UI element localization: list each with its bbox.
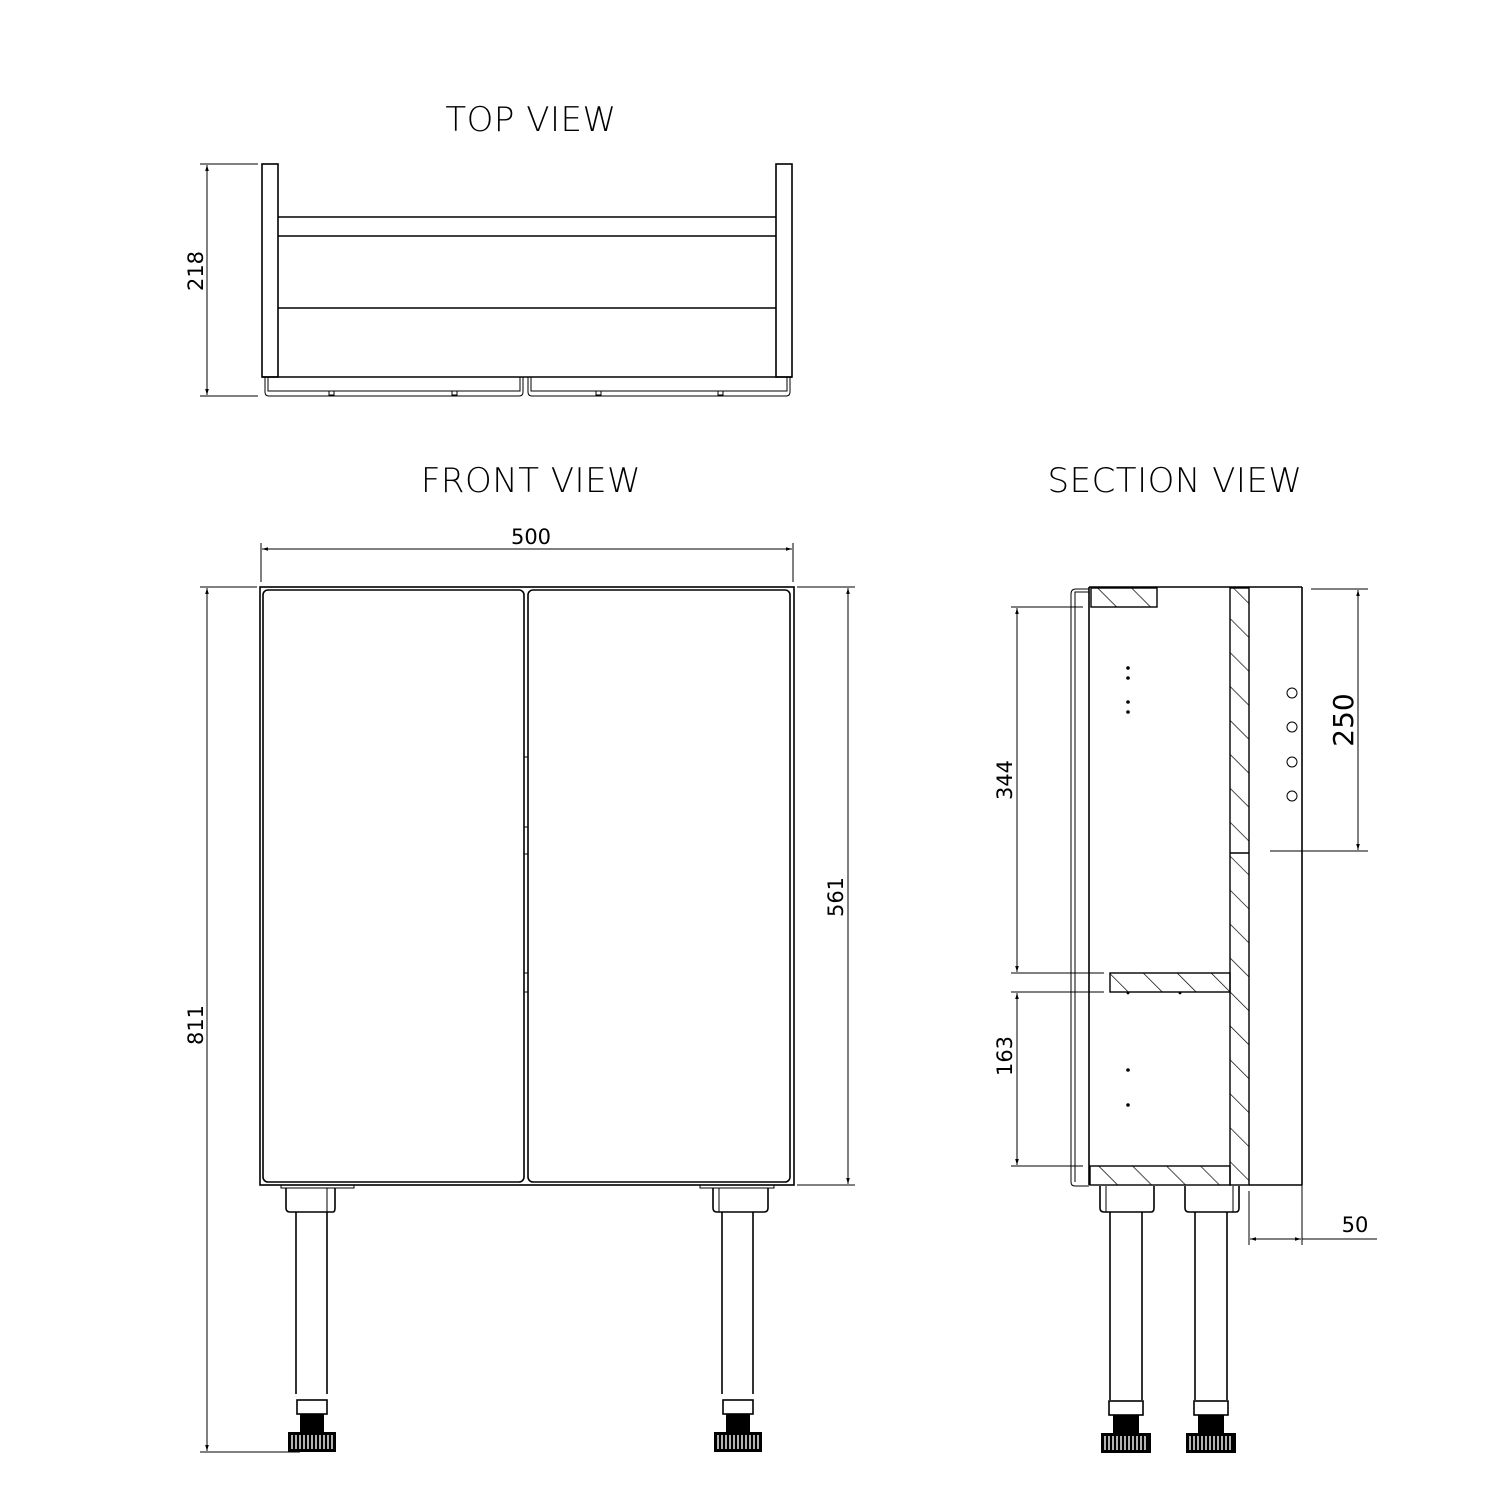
dim-250: 250 bbox=[1327, 693, 1360, 746]
back-panel-section bbox=[1229, 587, 1250, 1186]
top-panel-section bbox=[1090, 587, 1158, 608]
section-rear-leg bbox=[1184, 1186, 1240, 1453]
right-door bbox=[527, 589, 791, 1183]
top-left-side-panel bbox=[261, 163, 279, 378]
top-view-doors bbox=[264, 377, 791, 397]
front-right-leg bbox=[699, 1185, 775, 1452]
front-view-title: FRONT VIEW bbox=[421, 461, 641, 501]
section-view-title: SECTION VIEW bbox=[1048, 461, 1303, 501]
dim-163: 163 bbox=[993, 1036, 1017, 1076]
dim-500: 500 bbox=[511, 525, 551, 549]
top-view: TOP VIEW 218 bbox=[184, 100, 793, 397]
front-view: FRONT VIEW 500 bbox=[184, 461, 855, 1453]
cabinet-carcass bbox=[259, 586, 795, 1186]
bottom-panel-section bbox=[1089, 1165, 1231, 1186]
mounting-holes bbox=[1286, 687, 1298, 802]
section-view: SECTION VIEW bbox=[993, 461, 1377, 1453]
dim-344: 344 bbox=[993, 760, 1017, 800]
dim-50: 50 bbox=[1342, 1213, 1369, 1237]
front-cabinet-height-dimension: 561 bbox=[797, 586, 855, 1186]
dim-811: 811 bbox=[184, 1005, 208, 1045]
section-250-dimension: 250 bbox=[1270, 588, 1368, 852]
dim-561: 561 bbox=[824, 877, 848, 917]
top-right-side-panel bbox=[775, 163, 793, 378]
front-width-dimension: 500 bbox=[260, 525, 794, 582]
middle-shelf-section bbox=[1109, 972, 1231, 993]
section-front-leg bbox=[1099, 1186, 1155, 1453]
dim-218: 218 bbox=[184, 251, 208, 291]
section-344-dimension: 344 bbox=[993, 606, 1104, 974]
top-view-title: TOP VIEW bbox=[445, 100, 616, 140]
shelf-pin-holes bbox=[1126, 666, 1182, 1107]
section-50-dimension: 50 bbox=[1248, 1185, 1377, 1245]
front-total-height-dimension: 811 bbox=[184, 586, 300, 1453]
left-door bbox=[262, 589, 525, 1183]
section-163-dimension: 163 bbox=[993, 991, 1104, 1167]
top-depth-dimension: 218 bbox=[184, 163, 258, 397]
front-left-leg bbox=[280, 1185, 355, 1452]
